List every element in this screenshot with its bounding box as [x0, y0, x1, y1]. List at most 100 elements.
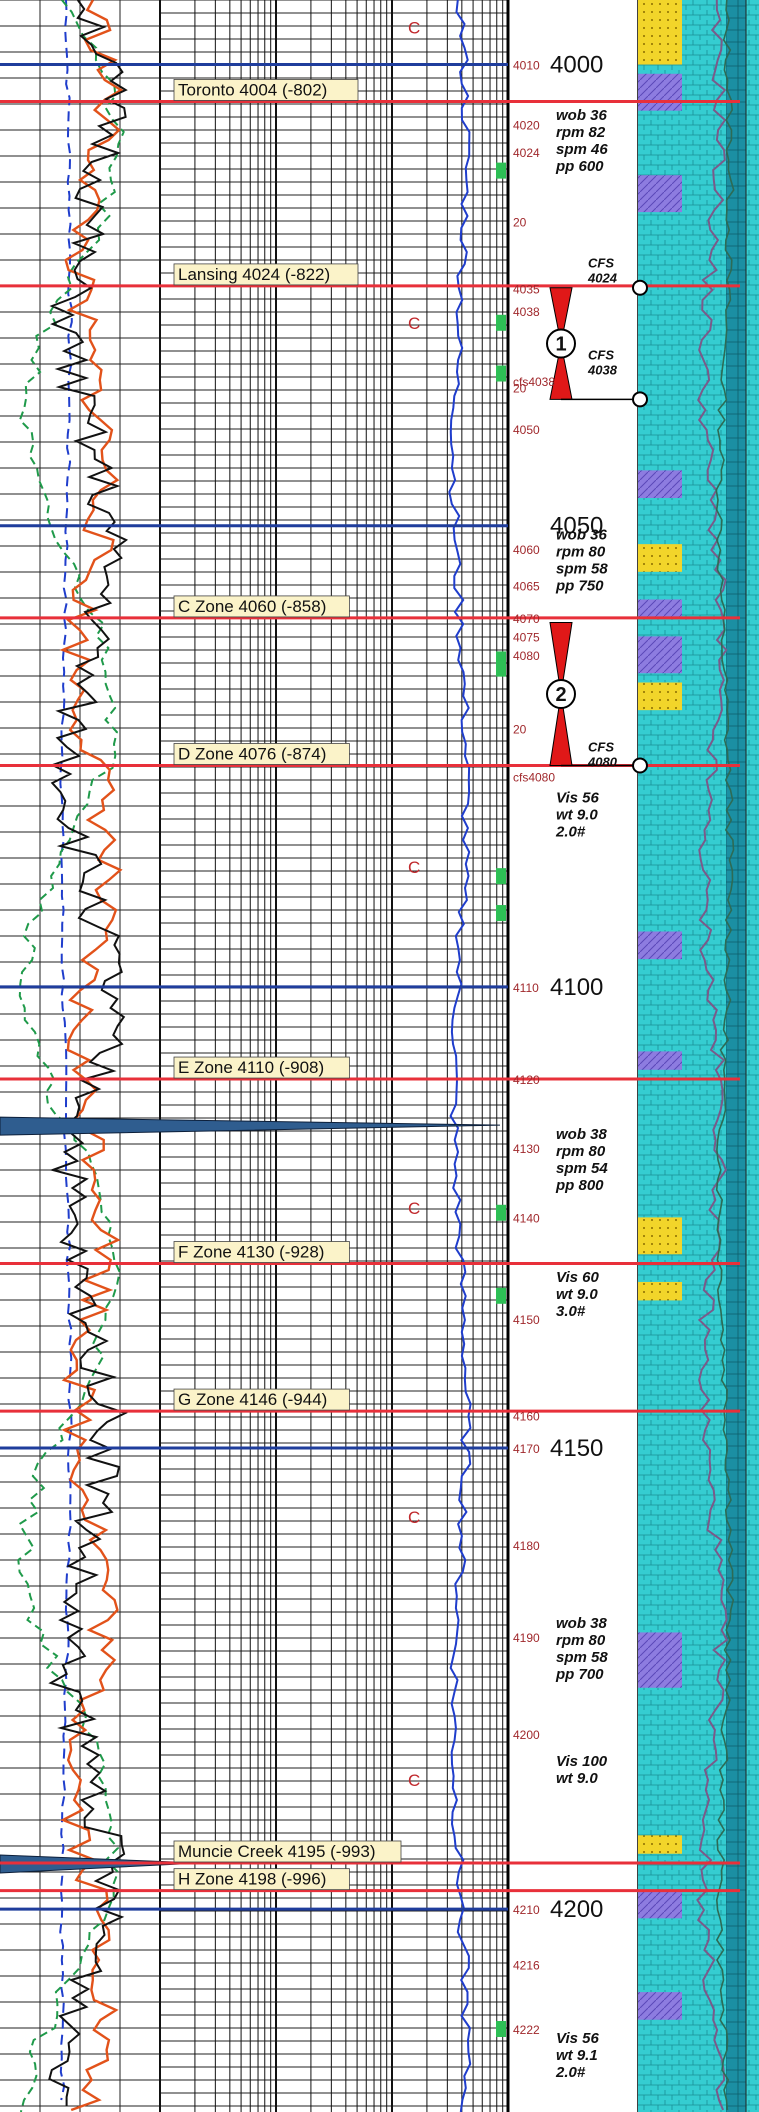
depth-tick: 4060 — [513, 543, 540, 557]
sample-marker — [496, 905, 506, 922]
lith-block — [638, 1632, 682, 1688]
depth-tick: 4216 — [513, 1958, 540, 1972]
dst-number: 2 — [555, 684, 566, 706]
depth-tick: 4110 — [513, 981, 539, 995]
c-marker: C — [408, 19, 420, 38]
formation-top-label: Muncie Creek 4195 (-993) — [178, 1842, 375, 1861]
lith-block — [638, 1281, 682, 1301]
drilling-note-line: rpm 80 — [556, 544, 606, 561]
dst-number: 1 — [555, 334, 566, 356]
sp-spike — [0, 1116, 501, 1136]
lith-dark-column — [726, 0, 746, 2112]
c-marker: C — [408, 1508, 420, 1527]
depth-tick: 4140 — [513, 1211, 540, 1225]
lith-block — [638, 1890, 682, 1919]
depth-tick: 4150 — [513, 1313, 540, 1327]
major-depth-label: 4150 — [550, 1435, 603, 1462]
drilling-note-line: rpm 82 — [556, 124, 606, 141]
drilling-note-line: spm 58 — [556, 561, 608, 578]
formation-top-label: D Zone 4076 (-874) — [178, 744, 326, 763]
formation-top-label: H Zone 4198 (-996) — [178, 1870, 326, 1889]
dst-end-marker — [632, 757, 648, 774]
formation-top-label-bg — [173, 1056, 350, 1079]
lith-block — [638, 175, 682, 213]
drilling-note-line: rpm 80 — [556, 1632, 606, 1649]
depth-tick: 4038 — [513, 305, 540, 319]
c-marker: C — [408, 1199, 420, 1218]
cfs-note-line: CFS — [588, 348, 614, 363]
sample-marker — [496, 365, 506, 382]
sample-marker — [496, 162, 506, 179]
major-depth-label: 4000 — [550, 52, 603, 79]
lith-block — [638, 931, 682, 960]
dst-start-marker — [632, 279, 648, 296]
drilling-note-line: Vis 56 — [556, 789, 599, 806]
gamma-ray-curve — [48, 0, 129, 2106]
sample-marker — [496, 651, 506, 668]
drilling-note-line: 2.0# — [555, 2064, 586, 2081]
lith-block — [638, 544, 682, 572]
depth-tick: 4050 — [513, 423, 540, 437]
sample-marker — [496, 660, 506, 677]
track2-blue-curve — [448, 0, 472, 2112]
lith-curve-b — [715, 0, 735, 2111]
major-depth-label: 4050 — [550, 513, 603, 540]
sample-marker — [496, 1287, 506, 1304]
depth-tick: 4075 — [513, 630, 540, 644]
depth-tick: 4180 — [513, 1539, 540, 1553]
sp-curve — [59, 0, 73, 2101]
lith-block — [638, 1992, 682, 2020]
sample-marker — [496, 314, 506, 331]
lith-block — [638, 1835, 682, 1854]
lith-block — [638, 0, 682, 65]
sample-marker — [496, 868, 506, 885]
depth-tick: 4170 — [513, 1442, 540, 1456]
cfs-note-line: 4024 — [587, 270, 618, 285]
lith-curve-a — [696, 0, 729, 2111]
depth-tick: 4190 — [513, 1631, 540, 1645]
sample-marker — [496, 1204, 506, 1221]
dst-tests: 12 — [546, 279, 648, 774]
major-depth-label: 4200 — [550, 1896, 603, 1923]
formation-top-label: G Zone 4146 (-944) — [178, 1390, 327, 1409]
lith-block — [638, 1217, 682, 1255]
dst-upper-wedge — [549, 287, 573, 344]
lith-block — [638, 1051, 682, 1070]
depth-tick: 4035 — [513, 283, 540, 297]
c-marker: C — [408, 314, 420, 333]
drilling-note-line: Vis 60 — [556, 1269, 599, 1286]
cfs-note-line: CFS — [588, 255, 614, 270]
drilling-note-line: pp 800 — [555, 1177, 604, 1194]
porosity-curve — [17, 0, 125, 2112]
drilling-note-line: spm 46 — [556, 141, 608, 158]
drilling-note-line: Vis 100 — [556, 1753, 608, 1770]
lith-block — [638, 636, 682, 674]
formation-top-label: Lansing 4024 (-822) — [178, 265, 330, 284]
depth-tick: 4080 — [513, 649, 540, 663]
depth-tick: 4065 — [513, 580, 540, 594]
dst-end-marker — [632, 391, 648, 408]
drilling-note-line: rpm 80 — [556, 1143, 606, 1160]
drilling-note-line: pp 700 — [555, 1666, 604, 1683]
drilling-note-line: wt 9.1 — [556, 2047, 598, 2064]
cfs-tick: cfs4080 — [513, 771, 555, 785]
depth-tick: 4222 — [513, 2023, 540, 2037]
formation-top-label-bg — [173, 1840, 402, 1863]
formation-top-label: F Zone 4130 (-928) — [178, 1243, 324, 1262]
drilling-note-line: wob 38 — [556, 1126, 608, 1143]
cfs-note-line: 4080 — [587, 755, 618, 770]
drilling-note-line: wob 36 — [556, 527, 608, 544]
drilling-note-line: wob 36 — [556, 107, 608, 124]
major-depth-label: 4100 — [550, 974, 603, 1001]
dst-number-circle — [546, 328, 576, 359]
formation-top-label-bg — [173, 595, 350, 618]
drilling-note-line: 2.0# — [555, 823, 586, 840]
depth-tick: 4130 — [513, 1142, 540, 1156]
depth-tick: 20 — [513, 215, 527, 229]
major-depth-labels: 4000 4050 4100 4150 4200 — [550, 52, 603, 1924]
dst-number-circle — [546, 679, 576, 710]
depth-tick: 4120 — [513, 1073, 540, 1087]
curve-track-2 — [160, 0, 508, 2112]
formation-top-label: E Zone 4110 (-908) — [178, 1058, 324, 1077]
